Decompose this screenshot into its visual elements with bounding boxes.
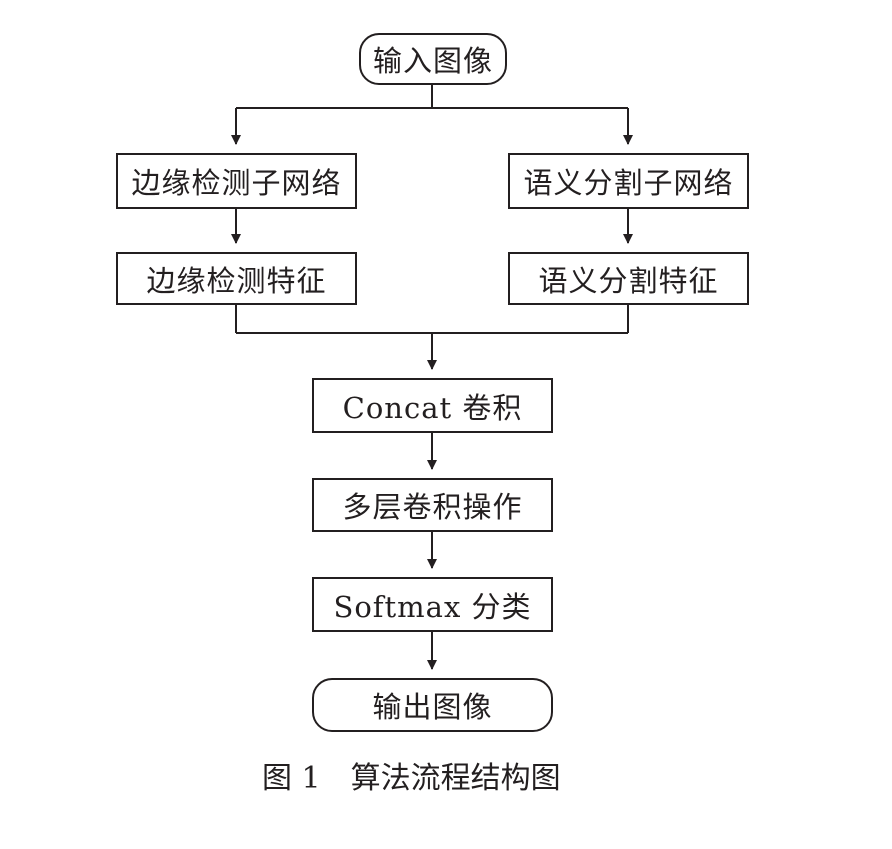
semantic-segmentation-feature-node: 语义分割特征 — [508, 252, 749, 305]
softmax-classification-node: Softmax 分类 — [312, 577, 553, 632]
figure-number: 图 1 — [262, 761, 321, 796]
figure-title: 算法流程结构图 — [350, 761, 561, 796]
figure-caption: 图 1 算法流程结构图 — [262, 757, 622, 801]
input-image-node: 输入图像 — [359, 33, 507, 85]
output-image-node: 输出图像 — [312, 678, 553, 732]
edge-detection-subnet-node: 边缘检测子网络 — [116, 153, 357, 209]
edge-detection-feature-node: 边缘检测特征 — [116, 252, 357, 305]
concat-conv-node: Concat 卷积 — [312, 378, 553, 433]
semantic-segmentation-subnet-node: 语义分割子网络 — [508, 153, 749, 209]
multi-layer-conv-node: 多层卷积操作 — [312, 478, 553, 532]
